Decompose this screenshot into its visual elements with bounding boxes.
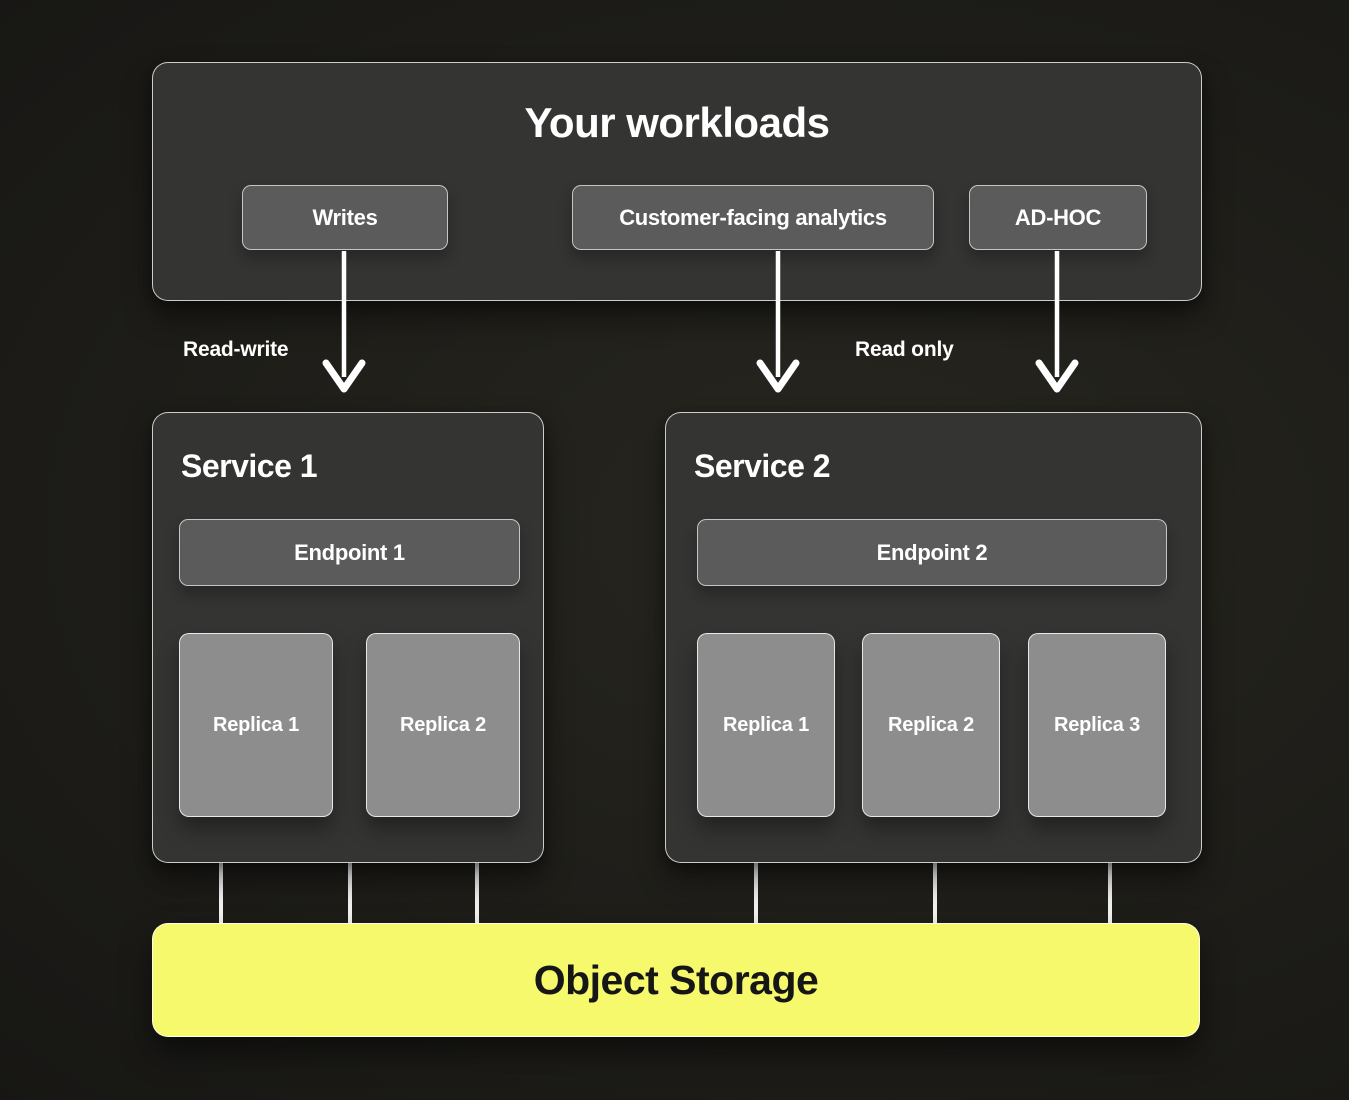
service-2-replica-2-label: Replica 2 (887, 713, 975, 736)
workload-node-customer-facing-analytics: Customer-facing analytics (572, 185, 934, 250)
connector-line (754, 858, 758, 925)
connector-line (1108, 858, 1112, 925)
service-2-endpoint-node: Endpoint 2 (697, 519, 1167, 586)
workload-node-ad-hoc-label: AD-HOC (1014, 204, 1102, 230)
service-2-replica-1-node: Replica 1 (697, 633, 835, 817)
service-1-replica-2-node: Replica 2 (366, 633, 520, 817)
workload-node-customer-facing-analytics-label: Customer-facing analytics (619, 204, 887, 230)
workload-node-ad-hoc: AD-HOC (969, 185, 1147, 250)
connector-line (348, 858, 352, 925)
service-2-replica-2-node: Replica 2 (862, 633, 1000, 817)
service-2-title: Service 2 (694, 448, 831, 484)
workloads-title: Your workloads (524, 99, 830, 146)
connector-line (933, 858, 937, 925)
service-2-endpoint-label: Endpoint 2 (876, 539, 988, 565)
service-1-replica-2-label: Replica 2 (399, 713, 487, 736)
service-2-replica-3-node: Replica 3 (1028, 633, 1166, 817)
service-1-panel: Service 1 Endpoint 1 Replica 1 Replica 2 (152, 412, 544, 863)
service-1-endpoint-node: Endpoint 1 (179, 519, 520, 586)
object-storage-label: Object Storage (533, 956, 819, 1003)
service-2-replica-3-label: Replica 3 (1053, 713, 1141, 736)
service-2-panel: Service 2 Endpoint 2 Replica 1 Replica 2… (665, 412, 1202, 863)
workloads-panel: Your workloads Writes Customer-facing an… (152, 62, 1202, 301)
down-arrow-icon (756, 251, 800, 393)
edge-label-read-only: Read only (855, 338, 954, 361)
service-2-replica-1-label: Replica 1 (722, 713, 810, 736)
service-1-replica-1-label: Replica 1 (212, 713, 300, 736)
connector-line (475, 858, 479, 925)
down-arrow-icon (1035, 251, 1079, 393)
connector-line (219, 858, 223, 925)
workload-node-writes-label: Writes (312, 204, 378, 230)
service-1-title: Service 1 (181, 448, 318, 484)
service-1-replica-1-node: Replica 1 (179, 633, 333, 817)
workload-node-writes: Writes (242, 185, 448, 250)
object-storage-bar: Object Storage (152, 923, 1200, 1037)
edge-label-read-write: Read-write (183, 338, 289, 361)
down-arrow-icon (322, 251, 366, 393)
service-1-endpoint-label: Endpoint 1 (294, 539, 405, 565)
